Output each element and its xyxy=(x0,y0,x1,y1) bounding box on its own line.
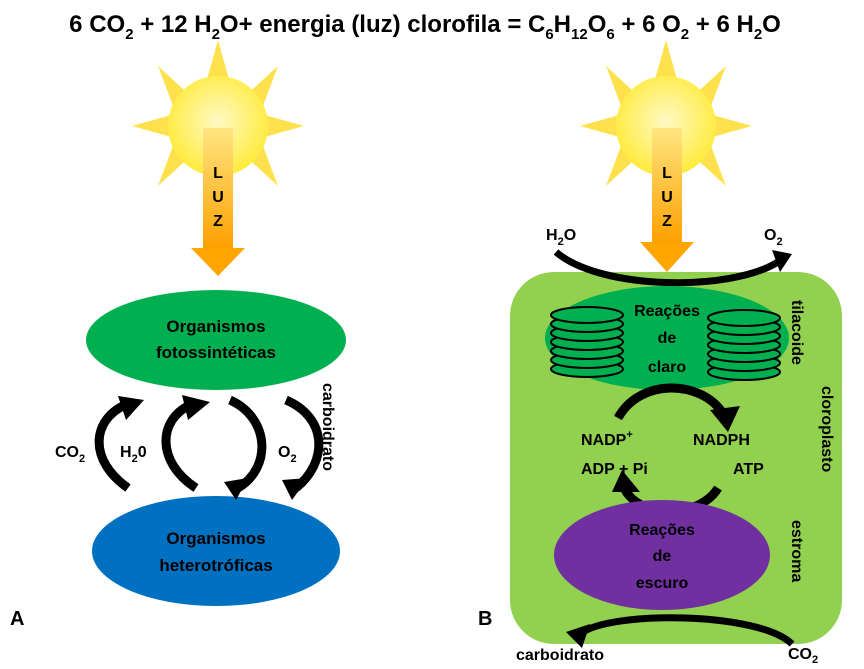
o2-cycle-arrow xyxy=(284,395,324,492)
panel-a: L U Z Organismos fotossintéticas Organis… xyxy=(10,40,346,630)
sun-b-icon xyxy=(580,40,752,212)
carbohydrate-label-a: carboidrato xyxy=(319,383,336,471)
tilacoide-label: tilacoide xyxy=(788,300,805,365)
light-arrow-b xyxy=(640,128,694,272)
luz-b-letter-u: U xyxy=(661,189,673,206)
h2o-cycle-arrow-left xyxy=(161,400,199,492)
luz-letter-u: U xyxy=(212,189,224,206)
co2-arrowhead xyxy=(118,396,144,420)
dark-reactions-line1: Reações xyxy=(629,522,695,539)
light-arrow-a xyxy=(191,128,245,276)
luz-b-letter-l: L xyxy=(662,165,672,182)
dark-reactions-line3: escuro xyxy=(636,575,689,592)
cloroplasto-label: cloroplasto xyxy=(818,386,835,472)
light-reactions-line3: claro xyxy=(648,359,686,376)
co2-carbohydrate-arrowhead xyxy=(566,624,590,648)
photosynthetic-label-line2: fotossintéticas xyxy=(156,343,276,362)
equation-title: 6 CO2 + 12 H2O+ energia (luz) clorofila … xyxy=(69,11,781,43)
co2-label-b: CO2 xyxy=(788,646,818,664)
granum-right-icon xyxy=(707,309,781,381)
granum-left-icon xyxy=(550,306,624,378)
sun-a-icon xyxy=(132,40,304,212)
h2o-left-arrowhead xyxy=(182,395,210,420)
nadp-label: NADP+ xyxy=(581,429,633,449)
h2o-label-b: H2O xyxy=(546,227,576,248)
nadph-label: NADPH xyxy=(693,432,750,449)
water-oxygen-arrowhead xyxy=(772,250,792,272)
estroma-label: estroma xyxy=(788,520,805,582)
luz-letter-l: L xyxy=(213,165,223,182)
heterotrophic-label-line1: Organismos xyxy=(166,529,265,548)
nadp-return-arrowhead xyxy=(612,470,640,492)
carbohydrate-label-b: carboidrato xyxy=(516,647,604,664)
light-reactions-line1: Reações xyxy=(634,303,700,320)
nadph-arrowhead xyxy=(710,406,740,432)
heterotrophic-organisms-ellipse xyxy=(92,496,340,606)
dark-reactions-line2: de xyxy=(653,548,672,565)
o2-arrowhead xyxy=(282,478,308,500)
luz-letter-z: Z xyxy=(213,213,223,230)
h2o-right-arrowhead xyxy=(224,478,248,500)
photosynthetic-label-line1: Organismos xyxy=(166,317,265,336)
panel-b: L U Z H2O O2 Reações de xyxy=(478,40,842,666)
heterotrophic-label-line2: heterotróficas xyxy=(159,556,272,575)
panel-b-label: B xyxy=(478,608,492,630)
h2o-cycle-arrow-right xyxy=(227,395,267,492)
adp-label: ADP + Pi xyxy=(581,461,648,478)
co2-carbohydrate-arc xyxy=(577,614,795,647)
o2-label-b: O2 xyxy=(764,227,783,248)
atp-label: ATP xyxy=(733,461,764,478)
co2-label-a: CO2 xyxy=(55,444,85,465)
o2-label-a: O2 xyxy=(278,444,297,465)
light-reactions-line2: de xyxy=(658,330,677,347)
luz-b-letter-z: Z xyxy=(662,213,672,230)
dark-reactions-ellipse xyxy=(554,500,770,610)
photosynthetic-organisms-ellipse xyxy=(86,290,346,390)
panel-a-label: A xyxy=(10,608,24,630)
nadph-arrow xyxy=(614,383,726,421)
h2o-label-a: H20 xyxy=(120,444,147,465)
water-oxygen-arc xyxy=(553,249,780,287)
co2-cycle-arrow xyxy=(94,400,131,492)
